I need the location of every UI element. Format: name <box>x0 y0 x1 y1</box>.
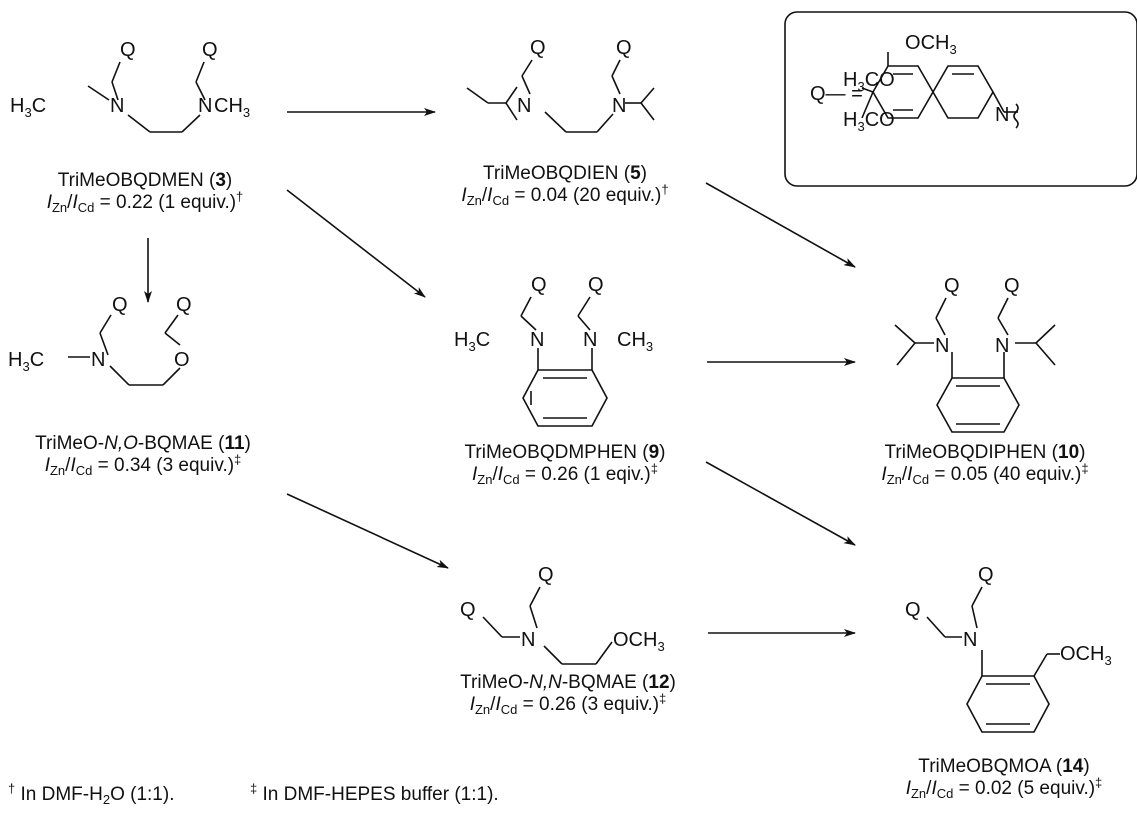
svg-text:H3C: H3C <box>10 95 46 120</box>
svg-text:O: O <box>174 349 190 371</box>
structure-12 <box>482 586 613 665</box>
arrow-3-to-9 <box>286 189 426 298</box>
svg-text:Q: Q <box>538 564 554 586</box>
svg-text:N: N <box>995 335 1009 357</box>
svg-text:Q: Q <box>460 599 476 621</box>
label-compound-14: TriMeOBQMOA (14) IZn/ICd = 0.02 (5 equiv… <box>905 756 1103 801</box>
svg-text:Q: Q <box>616 37 632 59</box>
label-compound-3: TriMeOBQDMEN (3) IZn/ICd = 0.22 (1 equiv… <box>46 170 244 215</box>
footnote-dagger: † In DMF-H2O (1:1). <box>8 781 175 807</box>
structure-3 <box>87 61 206 133</box>
arrow-11-to-12 <box>286 493 449 569</box>
legend-ring-n: N <box>995 104 1009 126</box>
svg-text:N: N <box>110 95 124 117</box>
label-compound-5: TriMeOBQDIEN (5) IZn/ICd = 0.04 (20 equi… <box>461 163 669 208</box>
svg-text:OCH3: OCH3 <box>905 32 957 57</box>
svg-text:N: N <box>612 95 626 117</box>
svg-text:N: N <box>530 329 544 351</box>
label-compound-9: TriMeOBQDMPHEN (9) IZn/ICd = 0.26 (1 eqi… <box>464 442 666 487</box>
arrow-5-to-10 <box>705 182 856 268</box>
svg-text:Q: Q <box>944 275 960 297</box>
footnote-double-dagger: ‡ In DMF-HEPES buffer (1:1). <box>250 781 499 805</box>
structure-5 <box>466 59 655 133</box>
structure-11 <box>68 314 181 386</box>
svg-text:Q: Q <box>531 274 547 296</box>
svg-text:Q: Q <box>176 294 192 316</box>
label-compound-12: TriMeO-N,N-BQMAE (12) IZn/ICd = 0.26 (3 … <box>460 672 676 717</box>
svg-text:OCH3: OCH3 <box>1060 643 1112 668</box>
svg-text:N: N <box>583 329 597 351</box>
structure-9 <box>520 296 608 427</box>
svg-text:H3CO: H3CO <box>843 69 895 94</box>
svg-text:CH3: CH3 <box>214 95 250 120</box>
label-compound-11: TriMeO-N,O-BQMAE (11) IZn/ICd = 0.34 (3 … <box>35 433 251 478</box>
svg-text:Q: Q <box>120 39 136 61</box>
label-compound-10: TriMeOBQDIPHEN (10) IZn/ICd = 0.05 (40 e… <box>881 442 1089 487</box>
svg-text:OCH3: OCH3 <box>613 629 665 654</box>
structure-10 <box>894 297 1056 433</box>
svg-text:N: N <box>521 629 535 651</box>
svg-text:H3C: H3C <box>8 349 44 374</box>
svg-text:N: N <box>198 95 212 117</box>
svg-text:H3CO: H3CO <box>843 109 895 134</box>
legend-q-label: Q— = <box>810 83 863 105</box>
svg-text:N: N <box>963 629 977 651</box>
svg-text:N: N <box>91 349 105 371</box>
quinoline-structure <box>861 52 1019 129</box>
svg-text:Q: Q <box>202 39 218 61</box>
svg-text:Q: Q <box>530 37 546 59</box>
svg-text:Q: Q <box>112 294 128 316</box>
svg-text:N: N <box>517 95 531 117</box>
svg-text:CH3: CH3 <box>617 329 653 354</box>
structure-14 <box>926 586 1060 733</box>
svg-text:Q: Q <box>905 599 921 621</box>
svg-text:Q: Q <box>588 274 604 296</box>
svg-text:H3C: H3C <box>454 329 490 354</box>
svg-text:Q: Q <box>978 564 994 586</box>
svg-text:N: N <box>935 335 949 357</box>
arrow-9-to-14 <box>705 461 856 546</box>
svg-text:Q: Q <box>1004 275 1020 297</box>
q-legend-box <box>784 11 1137 187</box>
